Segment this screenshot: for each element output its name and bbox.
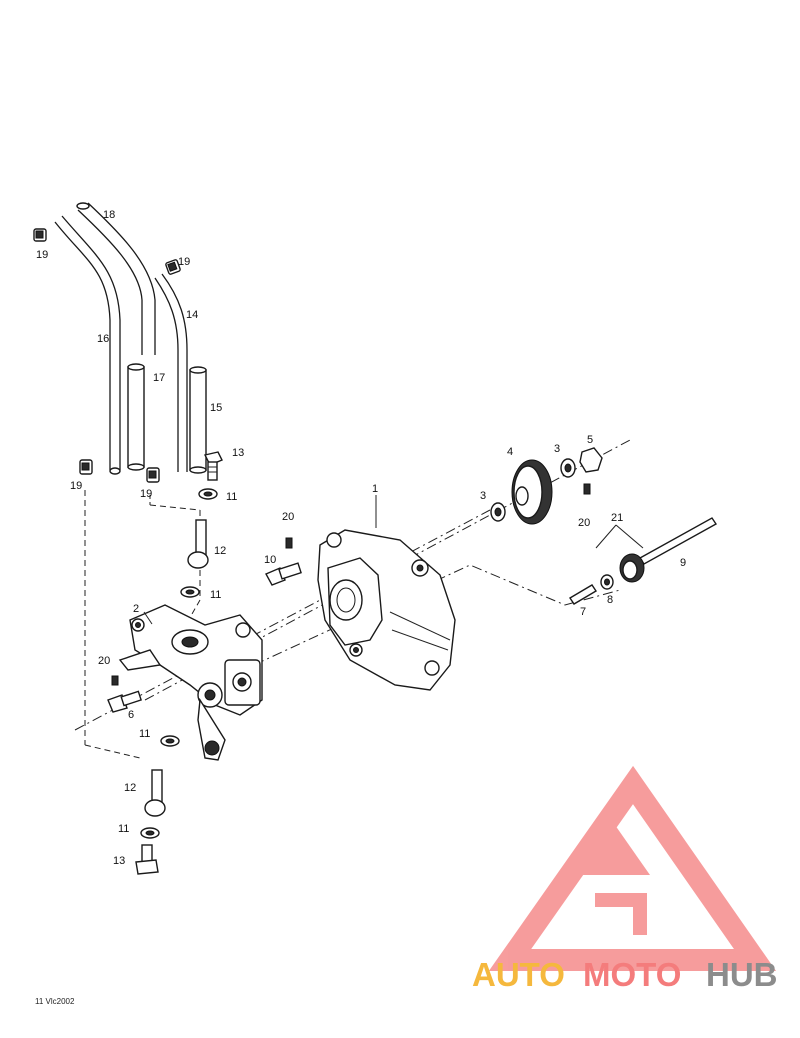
drawing-code: 11 Vlc2002: [35, 997, 75, 1006]
label-3a: 3: [480, 490, 486, 502]
label-13a: 13: [232, 447, 244, 459]
label-18: 18: [103, 209, 115, 221]
banjo-bolt-13-top: [203, 451, 223, 481]
label-13b: 13: [113, 855, 125, 867]
hose-16: [54, 215, 121, 475]
logo-mark: [488, 765, 777, 971]
label-2: 2: [133, 603, 139, 615]
oil-pump-2: [118, 604, 263, 761]
label-15: 15: [210, 402, 222, 414]
bolt-6: [107, 690, 142, 713]
shaft-9: [638, 517, 718, 565]
pin-20-right: [583, 483, 591, 495]
label-8: 8: [607, 594, 613, 606]
part-labels: 1 2 3 3 4 5 6 7 8 9 10 11 11 11 11 12 12…: [36, 209, 686, 867]
label-20a: 20: [282, 511, 294, 523]
label-19a: 19: [36, 249, 48, 261]
hose-18: [76, 202, 156, 355]
label-14: 14: [186, 309, 198, 321]
label-21: 21: [611, 512, 623, 524]
bolt-10: [265, 562, 302, 586]
label-3b: 3: [554, 443, 560, 455]
hose-15: [189, 366, 207, 474]
hose-14: [154, 273, 188, 472]
banjo-bolt-13-bottom: [135, 844, 159, 875]
svg-text:AUTO: AUTO: [472, 956, 565, 993]
label-16: 16: [97, 333, 109, 345]
pin-20-upper: [285, 537, 293, 549]
label-20c: 20: [578, 517, 590, 529]
washer-11-b: [180, 586, 200, 598]
washer-3-left: [490, 502, 506, 522]
washer-8: [600, 574, 614, 590]
pin-20-left: [111, 675, 119, 686]
pin-7: [569, 584, 597, 605]
hose-17: [127, 363, 145, 471]
label-7: 7: [580, 606, 586, 618]
clamp-19-top-left: [33, 228, 47, 242]
label-11c: 11: [139, 728, 150, 740]
label-19d: 19: [140, 488, 152, 500]
label-6: 6: [128, 709, 134, 721]
washer-11-d: [140, 827, 160, 839]
label-5: 5: [587, 434, 593, 446]
label-12b: 12: [124, 782, 136, 794]
leader-lines: [143, 495, 644, 625]
drive-gear-21: [619, 553, 645, 583]
label-19c: 19: [70, 480, 82, 492]
label-19b: 19: [178, 256, 190, 268]
label-20b: 20: [98, 655, 110, 667]
fitting-12-bottom: [144, 769, 166, 817]
label-11d: 11: [118, 823, 129, 835]
label-11a: 11: [226, 491, 237, 503]
fitting-12-top: [187, 519, 209, 569]
label-1: 1: [372, 483, 378, 495]
label-10: 10: [264, 554, 276, 566]
svg-text:HUB: HUB: [706, 956, 778, 993]
pump-cover-1: [317, 529, 456, 691]
washer-11-c: [160, 735, 180, 747]
label-9: 9: [680, 557, 686, 569]
clamp-19-mid: [146, 467, 160, 483]
logo-wordmark: AUTO MOTO HUB: [472, 956, 778, 993]
clamp-19-left: [79, 459, 93, 475]
clamp-19-top: [165, 259, 181, 275]
svg-text:MOTO: MOTO: [583, 956, 681, 993]
gear-4: [511, 459, 553, 525]
label-4: 4: [507, 446, 513, 458]
label-11b: 11: [210, 589, 221, 601]
washer-3-right: [560, 458, 576, 478]
label-17: 17: [153, 372, 165, 384]
washer-11-a: [198, 488, 218, 500]
nut-5: [579, 447, 603, 473]
label-12a: 12: [214, 545, 226, 557]
